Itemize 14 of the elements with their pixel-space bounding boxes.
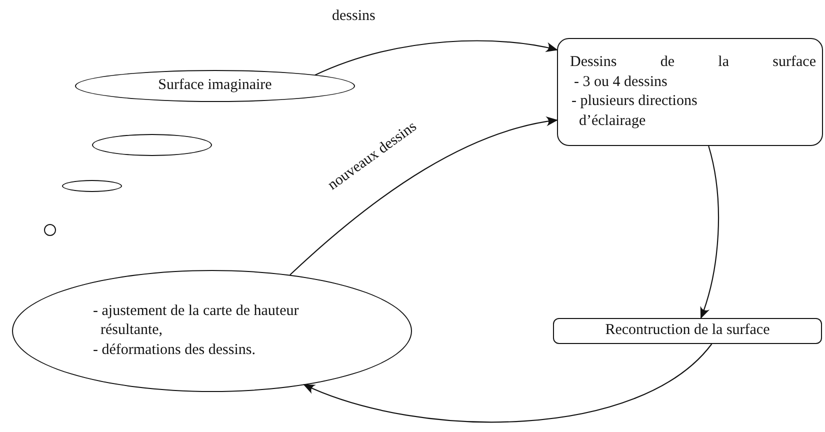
process-box xyxy=(557,38,823,146)
bubble-ellipse xyxy=(62,180,122,192)
node-text: Surface imaginaire xyxy=(158,76,272,96)
process-ellipse xyxy=(75,70,355,102)
ellipse-text: - déformations des dessins. xyxy=(93,340,256,360)
process-ellipse xyxy=(12,270,412,392)
ellipse-text: - ajustement de la carte de hauteur résultante, xyxy=(93,302,300,340)
bubble-ellipse xyxy=(92,134,212,156)
node-text: Recontruction de la surface xyxy=(605,321,770,340)
box-text: Dessins de la surface xyxy=(570,53,816,72)
bubble-circle xyxy=(44,224,56,236)
box-text: - 3 ou 4 dessins xyxy=(573,72,668,92)
process-box xyxy=(553,318,822,344)
box-text: - plusieurs directions d’éclairage xyxy=(570,92,698,130)
